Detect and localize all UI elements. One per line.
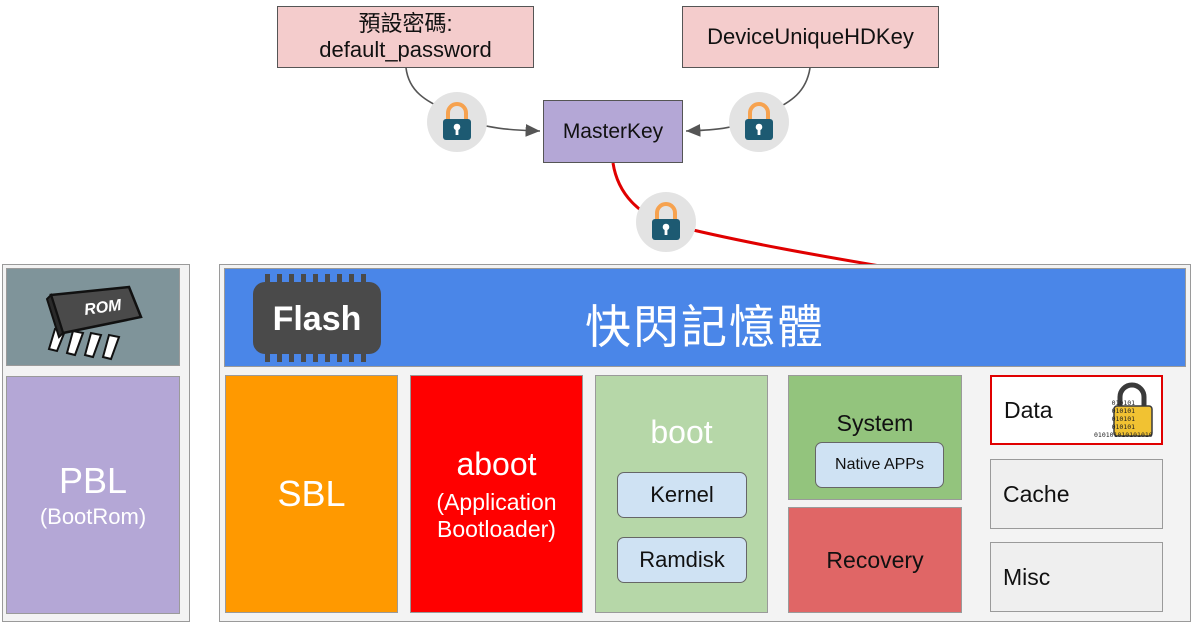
system-title: System — [836, 410, 914, 436]
boot-partition: boot Kernel Ramdisk — [595, 375, 768, 613]
data-label: Data — [1004, 396, 1053, 423]
device-unique-key-box: DeviceUniqueHDKey — [682, 6, 939, 68]
rom-chip-text: ROM — [83, 297, 123, 319]
default-password-label: default_password — [319, 37, 492, 62]
sbl-partition: SBL — [225, 375, 398, 613]
cache-partition: Cache — [990, 459, 1163, 529]
flash-header: Flash 快閃記憶體 — [224, 268, 1186, 367]
lock-icon — [729, 92, 789, 152]
binary-line: 010101 — [1111, 415, 1136, 423]
master-key-box: MasterKey — [543, 100, 683, 163]
aboot-partition: aboot (Application Bootloader) — [410, 375, 583, 613]
binary-line: 010101 — [1111, 407, 1136, 415]
sbl-label: SBL — [277, 473, 346, 514]
flash-chip-icon: Flash — [253, 274, 381, 362]
pbl-block: PBL (BootRom) — [6, 376, 180, 614]
recovery-label: Recovery — [826, 546, 924, 573]
boot-title: boot — [650, 414, 713, 450]
flash-chip-text: Flash — [273, 300, 362, 338]
pbl-title: PBL — [58, 460, 128, 501]
aboot-desc-line2: Bootloader) — [437, 515, 556, 542]
aboot-title: aboot — [456, 445, 537, 482]
rom-chip-header: ROM — [6, 268, 180, 366]
kernel-label: Kernel — [650, 482, 714, 507]
device-unique-key-label: DeviceUniqueHDKey — [707, 23, 914, 49]
binary-line: 010101 — [1111, 399, 1136, 407]
encrypted-data-icon — [1113, 382, 1153, 437]
aboot-desc-line1: (Application — [436, 488, 557, 515]
ramdisk-box: Ramdisk — [617, 537, 747, 583]
default-password-label-zh: 預設密碼: — [358, 10, 453, 36]
lock-icon — [636, 192, 696, 252]
binary-line: 010101010101010 — [1094, 431, 1153, 439]
cache-label: Cache — [1003, 480, 1070, 507]
flash-title: 快閃記憶體 — [585, 301, 825, 353]
recovery-partition: Recovery — [788, 507, 962, 613]
misc-label: Misc — [1003, 563, 1051, 590]
pbl-subtitle: (BootRom) — [39, 504, 147, 529]
binary-text: 010101 010101 010101 010101 010101010101… — [1094, 399, 1153, 439]
native-apps-label: Native APPs — [835, 456, 924, 473]
ramdisk-label: Ramdisk — [639, 547, 725, 572]
system-partition: System Native APPs — [788, 375, 962, 500]
binary-line: 010101 — [1111, 423, 1136, 431]
master-key-label: MasterKey — [562, 119, 664, 143]
lock-icon — [427, 92, 487, 152]
data-partition: Data 010101 010101 010101 010101 0101010… — [990, 375, 1163, 445]
default-password-box: 預設密碼: default_password — [277, 6, 534, 68]
rom-chip-icon: ROM — [45, 285, 143, 361]
misc-partition: Misc — [990, 542, 1163, 612]
native-apps-box: Native APPs — [815, 442, 944, 488]
kernel-box: Kernel — [617, 472, 747, 518]
